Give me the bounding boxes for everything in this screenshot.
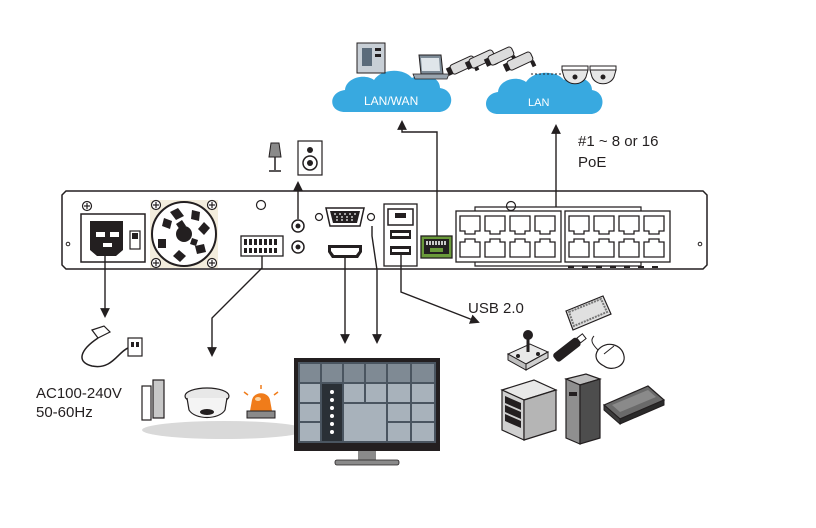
mouse-icon	[591, 335, 625, 369]
pc-tower-icon	[564, 373, 602, 445]
poe-port-bank	[455, 206, 671, 268]
lan-wan-label: LAN/WAN	[364, 94, 419, 108]
monitor-icon	[294, 358, 440, 466]
network-usb-stack	[383, 203, 453, 267]
smoke-detector-icon	[184, 387, 230, 419]
hdmi-port	[328, 245, 362, 258]
lan-wan-cloud	[332, 70, 452, 112]
alarm-light-icon	[243, 385, 279, 419]
external-hdd-icon	[602, 385, 666, 426]
microphone-icon	[268, 142, 282, 172]
connection-arrows	[100, 120, 561, 357]
power-label-line2: 50-60Hz	[36, 404, 93, 421]
power-label-line1: AC100-240V	[36, 385, 122, 402]
bullet-camera-icon	[445, 46, 537, 76]
door-sensor-icon	[141, 379, 165, 421]
dome-camera-icon	[561, 65, 617, 85]
poe-label-line1: #1 ~ 8 or 16	[578, 133, 659, 150]
nas-icon	[500, 379, 558, 441]
lan-label: LAN	[528, 97, 550, 109]
server-icon	[356, 42, 386, 74]
laptop-icon	[412, 54, 450, 80]
speaker-icon	[297, 140, 323, 176]
power-inlet	[80, 200, 146, 263]
keyboard-icon	[565, 295, 612, 331]
joystick-icon	[506, 330, 550, 371]
usb-stick-icon	[553, 333, 587, 362]
usb-label: USB 2.0	[468, 300, 524, 317]
alarm-io-terminal	[240, 235, 284, 257]
power-cord-icon	[81, 325, 143, 368]
fan-grille	[150, 199, 218, 269]
audio-jacks	[291, 219, 305, 254]
poe-label-line2: PoE	[578, 154, 607, 171]
alarm-devices	[141, 379, 306, 439]
vga-port	[314, 207, 376, 227]
